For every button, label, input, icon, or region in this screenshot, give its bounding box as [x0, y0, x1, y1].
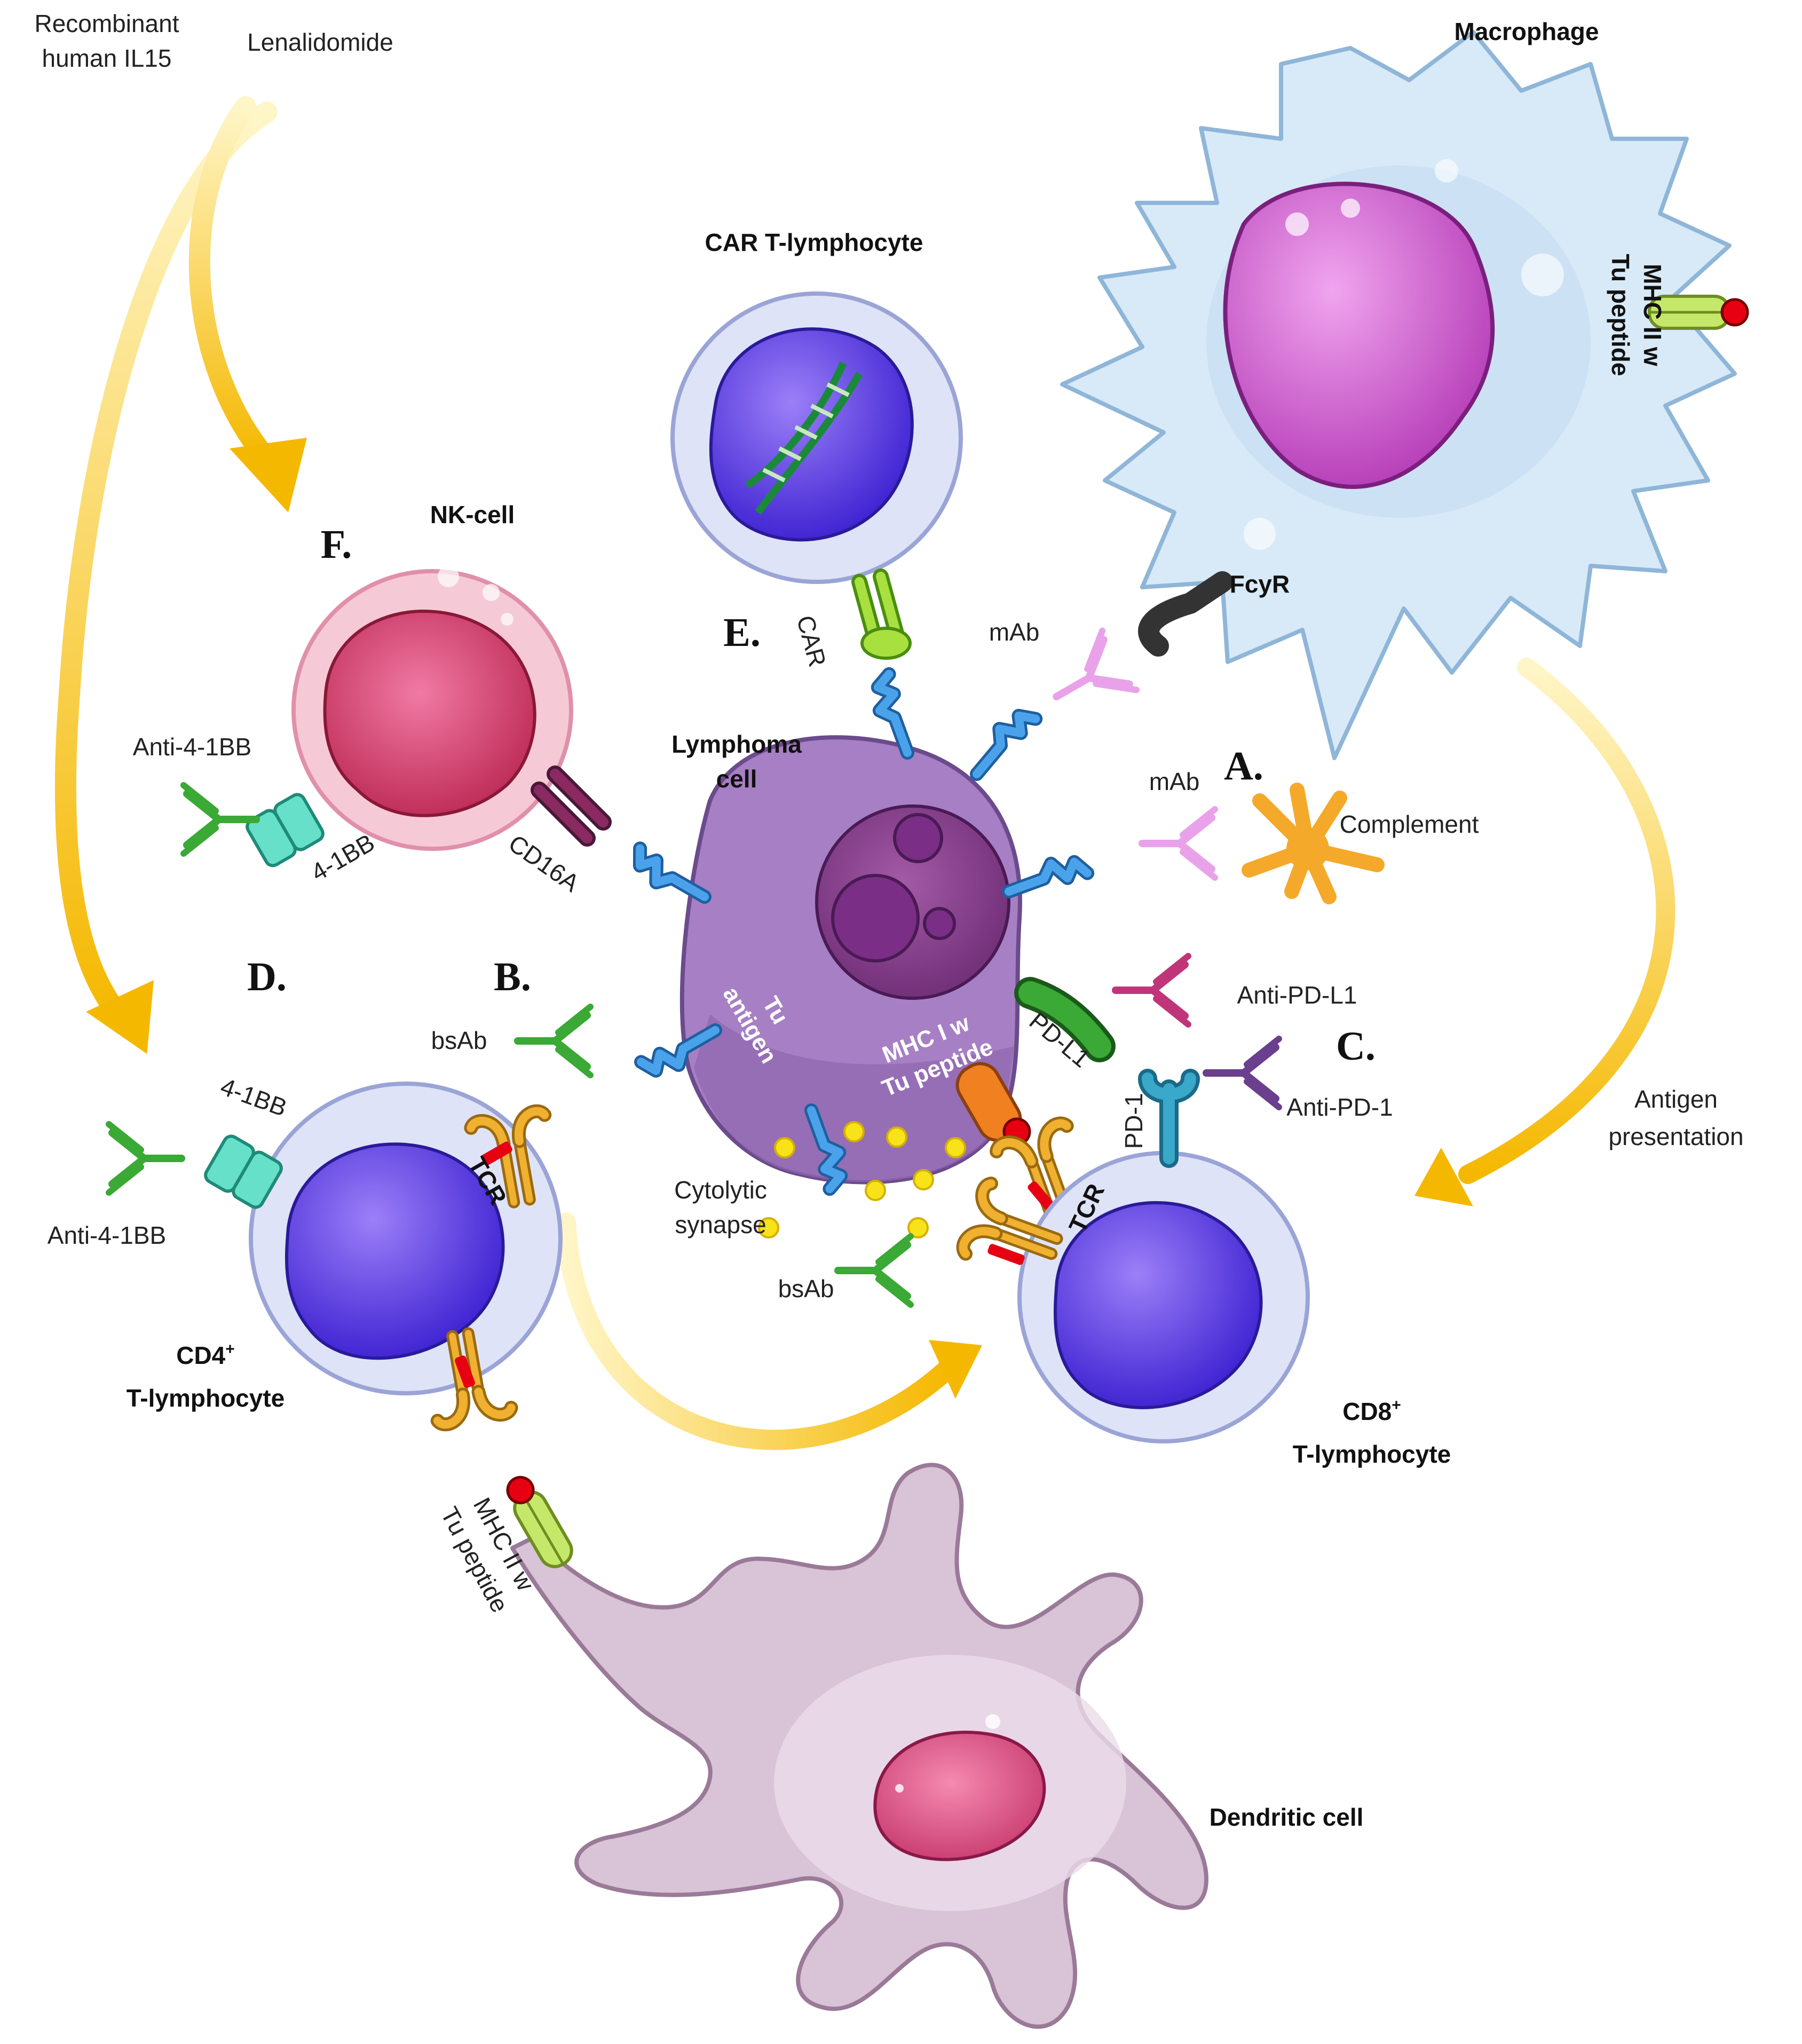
car-t-label: CAR T-lymphocyte	[705, 228, 923, 256]
letter-b: B.	[494, 954, 531, 999]
letter-f: F.	[321, 522, 352, 567]
anti-pd1	[1206, 1039, 1279, 1107]
cd8-label-sup: +	[1392, 1396, 1401, 1414]
antigen-presentation-label-line1: Antigen	[1634, 1085, 1718, 1113]
mab-top	[1039, 631, 1136, 727]
cd8-nucleus	[1054, 1201, 1263, 1409]
mab-mid	[1142, 809, 1215, 878]
dendritic-nucleus	[873, 1731, 1046, 1861]
lenalidomide-label: Lenalidomide	[247, 28, 393, 56]
41bb-cd4-label: 4-1BB	[217, 1072, 291, 1122]
cytolytic-granules	[758, 1121, 966, 1238]
letter-e: E.	[723, 610, 761, 655]
anti-pdl1-label: Anti-PD-L1	[1237, 981, 1357, 1009]
car-receptor	[851, 569, 912, 660]
anti-41bb-top-label: Anti-4-1BB	[133, 733, 251, 761]
mhc2-macrophage-label-line1: MHC II w	[1639, 264, 1666, 366]
cd16a-receptor	[531, 765, 612, 847]
cd4-label-line2: T-lymphocyte	[127, 1384, 285, 1412]
fcyr-receptor	[1138, 571, 1233, 657]
nk-cell	[291, 566, 573, 851]
anti-41bb-bottom-label: Anti-4-1BB	[48, 1221, 166, 1249]
macrophage-nucleus	[1223, 181, 1495, 489]
lymphoma-label-line2: cell	[716, 765, 757, 793]
cd8-label-line1: CD8+	[1342, 1396, 1401, 1425]
lymphoma-cell	[679, 735, 1022, 1185]
cd4-label-sup: +	[225, 1340, 235, 1358]
pd1-label: PD-1	[1120, 1093, 1148, 1149]
mab-mid-label: mAb	[1149, 768, 1200, 795]
pd1-receptor	[1138, 1069, 1200, 1168]
letter-c: C.	[1336, 1024, 1376, 1069]
anti-pdl1	[1116, 956, 1188, 1024]
pdl1-receptor	[1014, 977, 1116, 1062]
anti-pd1-label: Anti-PD-1	[1286, 1093, 1393, 1121]
cd4-label-name: CD4	[176, 1341, 225, 1369]
dendritic-cell	[510, 1463, 1208, 2029]
antigen-presentation-label-line2: presentation	[1608, 1123, 1743, 1150]
il15-label-line1: Recombinant	[34, 10, 179, 37]
cd8-label-line2: T-lymphocyte	[1293, 1440, 1451, 1468]
letter-a: A.	[1224, 744, 1263, 788]
car-t-cell	[670, 291, 963, 584]
dendritic-label: Dendritic cell	[1210, 1803, 1364, 1831]
lymphoma-label-line1: Lymphoma	[671, 730, 802, 758]
mhc2-macrophage-label-line2: Tu peptide	[1607, 254, 1634, 376]
nk-cell-label: NK-cell	[430, 501, 515, 528]
bsab-left	[518, 1007, 590, 1075]
cd4-nucleus	[285, 1142, 505, 1360]
macrophage-label: Macrophage	[1455, 18, 1599, 45]
bsab-left-label: bsAb	[431, 1027, 487, 1054]
cd8-t-cell	[1017, 1151, 1310, 1443]
anti-41bb-bottom	[109, 1124, 181, 1193]
il15-arrows	[54, 96, 307, 1054]
cd4-label-line1: CD4+	[176, 1340, 235, 1369]
cd8-label-name: CD8	[1342, 1398, 1392, 1425]
cd4-to-cd8-arrow	[556, 1212, 982, 1450]
cytolytic-label-line2: synapse	[675, 1211, 766, 1238]
car-label: CAR	[792, 612, 832, 669]
bsab-bottom	[838, 1236, 911, 1305]
fcyr-label: FcyR	[1230, 570, 1290, 598]
antigen-presentation-arrow	[1414, 658, 1675, 1206]
nk-41bb	[244, 792, 326, 868]
complement-label: Complement	[1340, 810, 1479, 838]
cytolytic-label-line1: Cytolytic	[674, 1176, 767, 1204]
anti-41bb-top	[184, 785, 256, 854]
cd16a-label: CD16A	[504, 829, 585, 897]
letter-d: D.	[247, 954, 287, 999]
bsab-bottom-label: bsAb	[778, 1275, 834, 1303]
complement-icon	[1242, 783, 1385, 904]
il15-label-line2: human IL15	[42, 44, 172, 72]
mhc1-cd8-complex	[955, 1062, 1096, 1232]
mab-top-label: mAb	[989, 618, 1040, 646]
nk-nucleus	[323, 610, 536, 817]
